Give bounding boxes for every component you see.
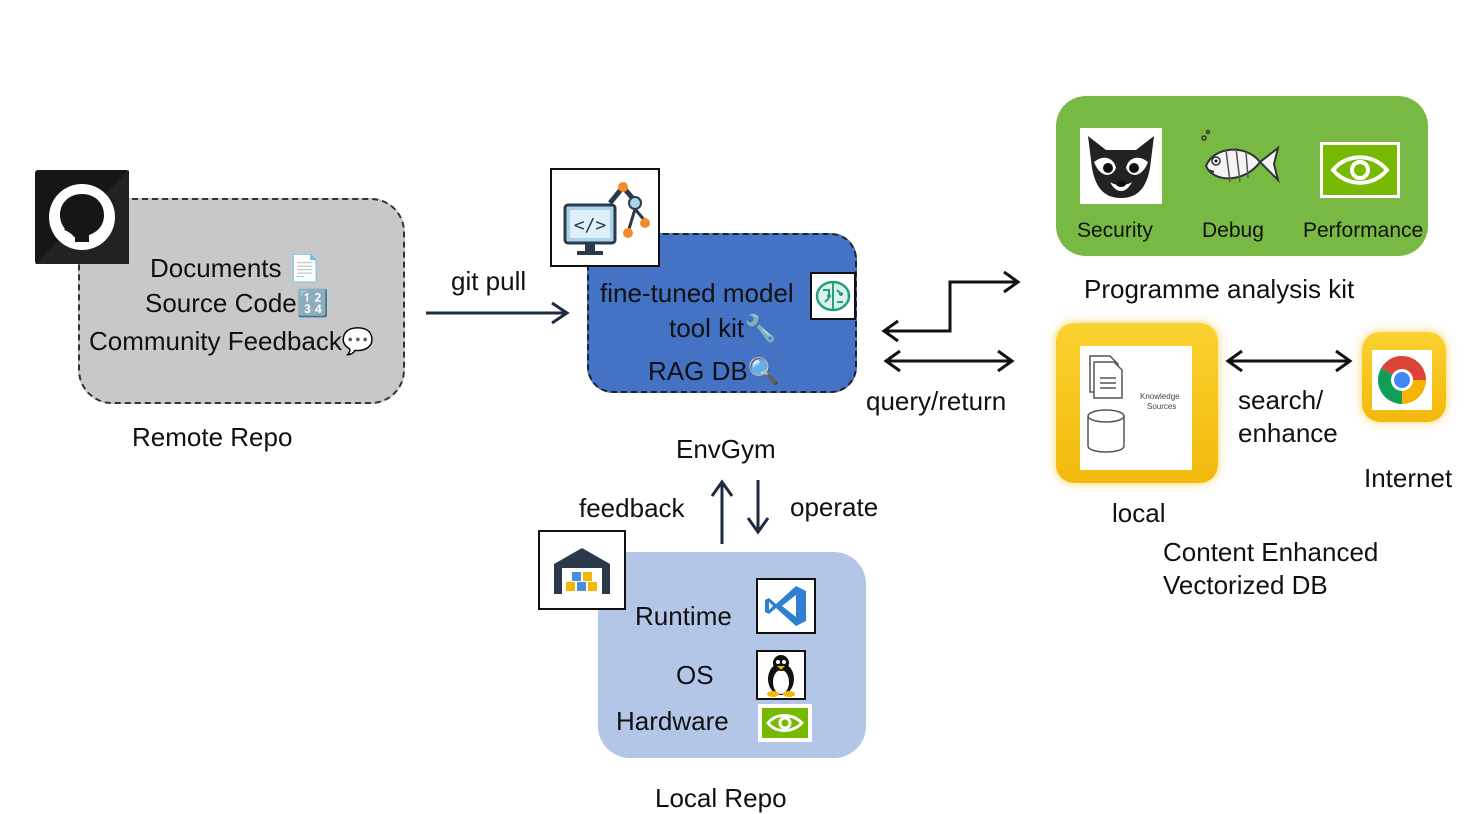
envgym-item-toolkit: tool kit🔧: [669, 313, 777, 343]
fish-debug-icon: [1196, 128, 1282, 200]
linux-tux-icon: [756, 650, 806, 700]
kit-item-performance: Performance: [1303, 219, 1424, 242]
operate-label: operate: [790, 492, 879, 522]
search-label: search/: [1238, 385, 1324, 415]
remote-repo-box: [78, 198, 405, 404]
document-stack-icon: [1087, 355, 1125, 453]
query-return-label: query/return: [866, 386, 1007, 416]
code-robot-icon: </>: [550, 168, 660, 267]
kit-item-debug: Debug: [1202, 219, 1264, 242]
knowledge-sources-text-2: Sources: [1147, 402, 1177, 411]
chrome-icon: [1372, 350, 1432, 410]
brain-chip-icon: [810, 272, 856, 320]
search-enhance-arrow: [1225, 349, 1353, 373]
local-label: local: [1112, 498, 1166, 528]
nvidia-icon: [758, 704, 812, 742]
enhance-label: enhance: [1238, 418, 1338, 448]
feedback-arrow: [710, 479, 734, 544]
knowledge-sources-text-1: Knowledge: [1140, 392, 1180, 401]
local-repo-box: [598, 552, 866, 758]
vscode-icon: [756, 578, 816, 634]
raccoon-security-icon: [1080, 128, 1162, 204]
feedback-label: feedback: [579, 493, 685, 523]
envgym-caption: EnvGym: [676, 434, 776, 464]
github-icon: [35, 170, 129, 264]
remote-item-source-code: Source Code🔢: [145, 288, 330, 318]
vectorized-db-caption-2: Vectorized DB: [1163, 570, 1328, 600]
query-arrow-lower: [883, 349, 1015, 373]
envgym-item-rag-db: RAG DB🔍: [648, 356, 781, 386]
envgym-item-model: fine-tuned model: [600, 278, 794, 308]
git-pull-arrow: [426, 301, 570, 325]
local-repo-caption: Local Repo: [655, 783, 787, 813]
remote-item-community-feedback: Community Feedback💬: [89, 326, 375, 356]
knowledge-sources-card: Knowledge Sources: [1080, 346, 1192, 470]
remote-repo-caption: Remote Repo: [132, 422, 293, 452]
analysis-kit-caption: Programme analysis kit: [1084, 274, 1355, 304]
svg-text:</>: </>: [574, 215, 607, 236]
operate-arrow: [746, 480, 770, 535]
local-item-hardware: Hardware: [616, 706, 729, 736]
query-arrow-upper: [881, 270, 1021, 343]
kit-item-security: Security: [1077, 219, 1153, 242]
local-item-os: OS: [676, 660, 714, 690]
nvidia-performance-icon: [1320, 142, 1400, 198]
internet-label: Internet: [1364, 463, 1453, 493]
remote-item-documents: Documents 📄: [150, 253, 322, 283]
warehouse-icon: [538, 530, 626, 610]
git-pull-label: git pull: [451, 266, 527, 296]
local-item-runtime: Runtime: [635, 601, 732, 631]
vectorized-db-caption-1: Content Enhanced: [1163, 537, 1379, 567]
